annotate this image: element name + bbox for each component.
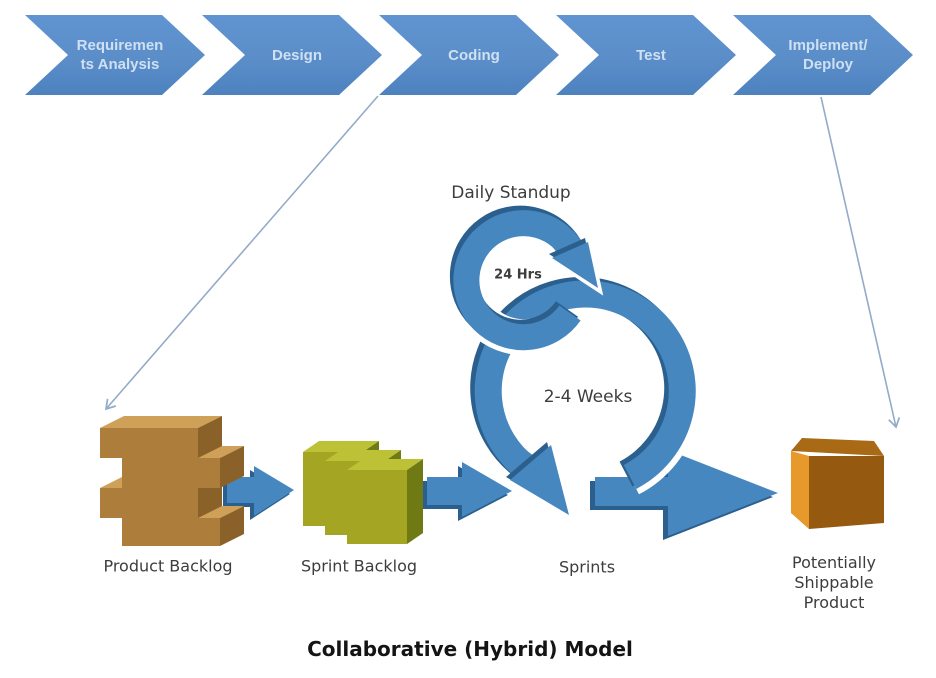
sprint-backlog-icon xyxy=(303,441,423,544)
flow-arrow-backlog-to-sprints-icon xyxy=(423,455,520,523)
product-backlog-label: Product Backlog xyxy=(103,556,233,576)
sprints-label: Sprints xyxy=(558,557,616,577)
daily-loop-duration-label: 24 Hrs xyxy=(494,267,542,283)
connector-arrow-deploy-to-shippable-product xyxy=(820,96,901,429)
daily-standup-loop-icon xyxy=(448,205,604,356)
shippable-product-label: Potentially Shippable Product xyxy=(791,553,876,612)
phase-chevron-implement-deploy: Implement/ Deploy xyxy=(733,15,913,95)
sprint-loop-icon xyxy=(468,274,702,524)
flow-arrow-product-to-sprint-backlog-icon xyxy=(223,466,294,520)
diagram-title: Collaborative (Hybrid) Model xyxy=(307,637,633,661)
phase-label: Coding xyxy=(448,46,500,64)
daily-standup-label: Daily Standup xyxy=(451,183,571,203)
connector-arrow-coding-to-product-backlog xyxy=(104,95,379,411)
product-backlog-icon xyxy=(100,416,244,546)
sprint-backlog-label: Sprint Backlog xyxy=(300,556,418,576)
phase-label: Deploy xyxy=(802,56,853,73)
flow-arrow-sprints-to-product-icon xyxy=(590,450,778,540)
phase-label: Implement/ xyxy=(788,37,868,54)
phase-label: Requiremen xyxy=(76,37,164,54)
phase-label: Design xyxy=(271,46,322,64)
phase-label: ts Analysis xyxy=(80,56,160,73)
shippable-product-icon xyxy=(791,438,884,529)
phase-label: Test xyxy=(636,46,666,64)
sprint-duration-label: 2-4 Weeks xyxy=(543,387,633,407)
